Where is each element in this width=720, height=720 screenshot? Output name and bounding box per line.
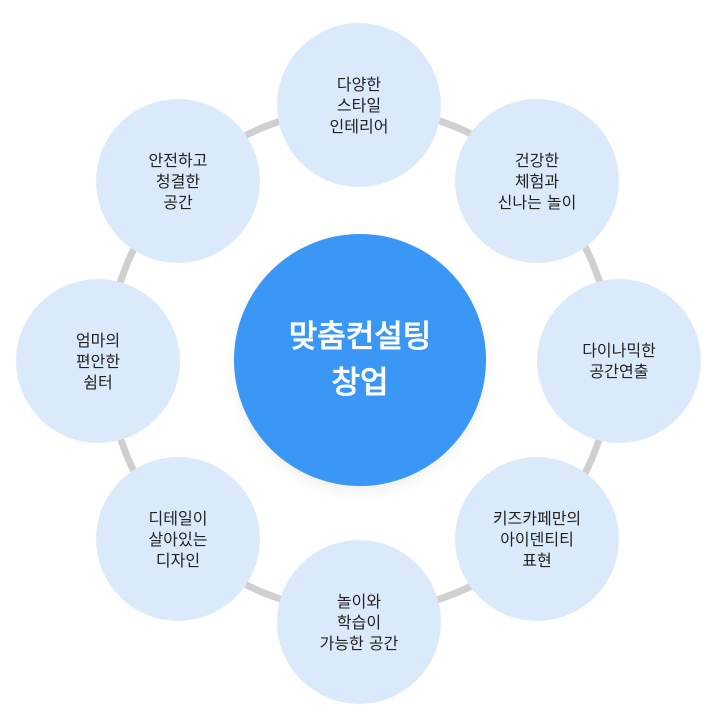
feature-node-bottom-left: 디테일이 살아있는 디자인 [96,457,260,621]
feature-node-bottom: 놀이와 학습이 가능한 공간 [277,540,441,704]
feature-node-top-right: 건강한 체험과 신나는 놀이 [455,99,619,263]
feature-node-label: 다양한 스타일 인테리어 [329,74,389,136]
feature-node-bottom-right: 키즈카페만의 아이덴티티 표현 [455,457,619,621]
feature-node-right: 다이나믹한 공간연출 [537,279,701,443]
feature-node-top: 다양한 스타일 인테리어 [277,23,441,187]
center-label: 맞춤컨설팅 창업 [288,319,432,401]
center-circle: 맞춤컨설팅 창업 [234,234,486,486]
feature-node-label: 디테일이 살아있는 디자인 [148,508,208,570]
feature-node-top-left: 안전하고 청결한 공간 [96,99,260,263]
feature-node-label: 건강한 체험과 신나는 놀이 [497,150,577,212]
feature-node-label: 엄마의 편안한 쉼터 [75,330,121,392]
feature-node-label: 놀이와 학습이 가능한 공간 [319,591,399,653]
feature-node-label: 안전하고 청결한 공간 [148,150,208,212]
feature-node-left: 엄마의 편안한 쉼터 [16,279,180,443]
feature-node-label: 다이나믹한 공간연출 [582,341,656,381]
feature-node-label: 키즈카페만의 아이덴티티 표현 [492,508,582,570]
